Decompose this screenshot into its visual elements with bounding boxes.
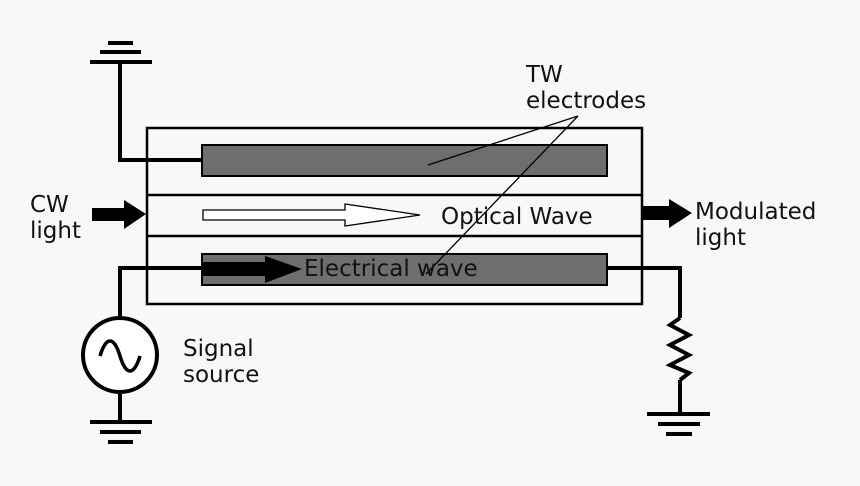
electrical-wave-arrow (203, 256, 302, 283)
signal-source-label-line2: source (183, 362, 259, 388)
sine-wave-icon (98, 339, 142, 373)
top-ground-symbol (90, 41, 152, 64)
termination-wire (607, 266, 682, 318)
cw-light-label-line2: light (30, 218, 81, 244)
cw-light-label-line1: CW (30, 192, 69, 218)
electrical-wave-label: Electrical wave (304, 256, 478, 282)
top-electrode (201, 144, 608, 177)
optical-wave-label: Optical Wave (441, 204, 593, 230)
modulated-light-label-line2: light (695, 225, 746, 251)
tw-electrodes-label-line2: electrodes (526, 88, 646, 114)
tw-electrodes-label-line1: TW (525, 62, 563, 88)
signal-source-wire (118, 266, 202, 318)
top-electrode-wire (118, 62, 202, 162)
modulated-output-arrow (642, 199, 692, 228)
optical-wave-arrow (202, 203, 421, 227)
tw-leader-lines (425, 115, 579, 275)
resistor-icon (665, 316, 694, 382)
cw-input-arrow (92, 200, 146, 229)
modulated-light-label-line1: Modulated (695, 199, 816, 225)
bottom-left-ground-symbol (90, 420, 152, 444)
signal-source-label-line1: Signal (183, 336, 254, 362)
bottom-right-ground-symbol (647, 412, 710, 436)
